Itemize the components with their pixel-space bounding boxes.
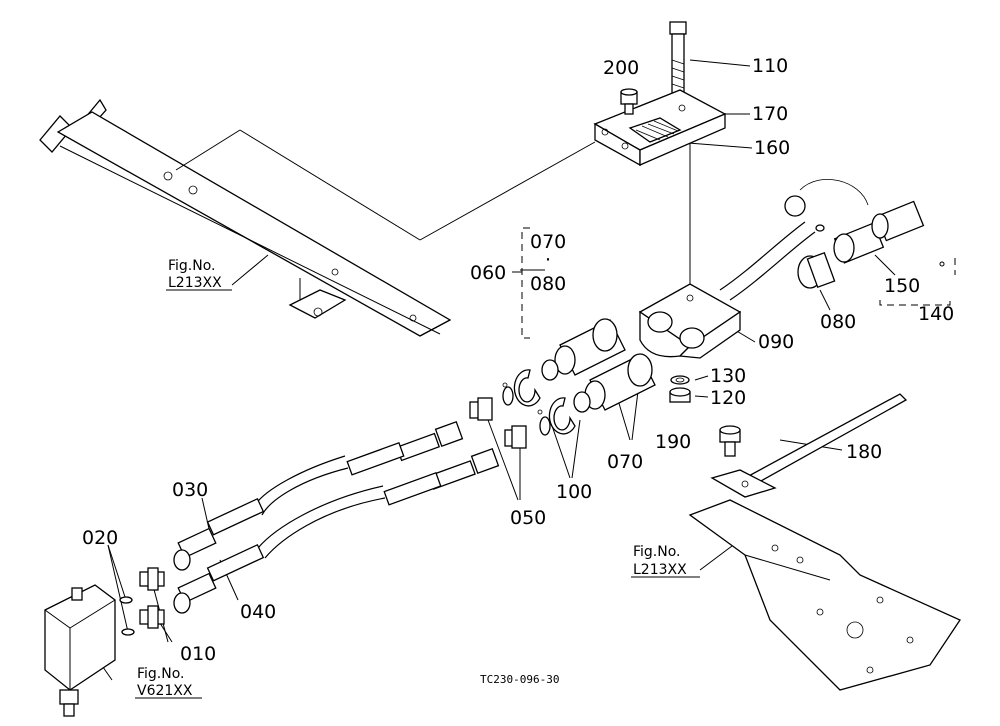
label-130: 130 [710, 365, 746, 387]
group-brackets [512, 227, 956, 339]
dust-cap-150 [784, 179, 885, 264]
fig-caption-valve: Fig.No. [137, 666, 185, 682]
adapter-010-upper [139, 567, 165, 591]
adapter-050-lower [504, 425, 527, 449]
valve-body [44, 584, 116, 717]
frame-bar [39, 98, 452, 337]
dot-separator: · [545, 249, 551, 271]
figure-reference-valve: Fig.No. V621XX [135, 666, 202, 699]
hose-040 [173, 447, 500, 614]
fig-code-plate: L213XX [633, 562, 687, 578]
coupler-070-lower [573, 353, 656, 413]
washer-130 [670, 375, 690, 385]
label-080-right: 080 [820, 311, 856, 333]
orings-mid [502, 382, 551, 436]
plug-140 [871, 200, 945, 267]
nut-120 [669, 387, 691, 403]
label-040: 040 [240, 601, 276, 623]
leader-lines [97, 59, 896, 681]
figure-reference-frame: Fig.No. L213XX [166, 258, 232, 291]
adapter-010-lower [139, 605, 165, 629]
orings-020 [119, 596, 135, 636]
bolt-200 [620, 88, 638, 115]
bolt-110 [669, 21, 687, 95]
adapter-050-upper [469, 397, 493, 421]
coupler-070-upper [541, 318, 626, 381]
label-020: 020 [82, 527, 118, 549]
label-200: 200 [603, 57, 639, 79]
figure-reference-plate: Fig.No. L213XX [631, 544, 700, 578]
label-070-bottom: 070 [607, 451, 643, 473]
circlip-100-upper [513, 369, 541, 407]
pad-160 [628, 117, 682, 143]
label-140: 140 [918, 303, 954, 325]
label-180: 180 [846, 441, 882, 463]
label-110: 110 [752, 55, 788, 77]
fig-code-valve: V621XX [137, 683, 193, 699]
label-010: 010 [180, 643, 216, 665]
label-080-top: 080 [530, 273, 566, 295]
coupler-080-right [719, 221, 836, 301]
label-120: 120 [710, 387, 746, 409]
label-190: 190 [655, 431, 691, 453]
label-170: 170 [752, 103, 788, 125]
label-090: 090 [758, 331, 794, 353]
label-030: 030 [172, 479, 208, 501]
lever-180 [710, 393, 908, 498]
hose-030 [173, 420, 464, 571]
drawing-code: TC230-096-30 [480, 673, 559, 686]
part-number-labels: 110 200 170 160 070 · 080 060 090 080 15… [82, 55, 954, 665]
label-060: 060 [470, 262, 506, 284]
label-100: 100 [556, 481, 592, 503]
label-150: 150 [884, 275, 920, 297]
bolt-190 [719, 425, 741, 457]
label-070-top: 070 [530, 231, 566, 253]
label-160: 160 [754, 137, 790, 159]
label-050: 050 [510, 507, 546, 529]
circlip-100-lower [548, 397, 576, 435]
fig-caption-frame: Fig.No. [168, 258, 216, 274]
fig-caption-plate: Fig.No. [633, 544, 681, 560]
floor-plate [688, 499, 961, 691]
holder-090 [638, 283, 742, 359]
fig-code-frame: L213XX [168, 275, 222, 291]
